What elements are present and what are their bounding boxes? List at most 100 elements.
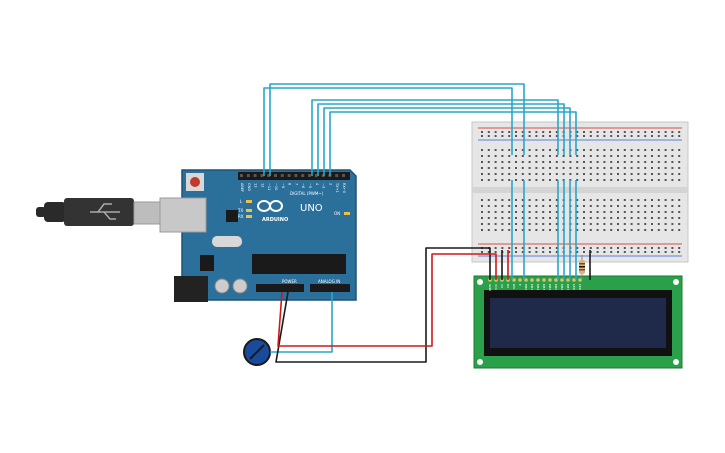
breadboard-hole[interactable] (481, 229, 483, 231)
breadboard-hole[interactable] (664, 217, 667, 219)
breadboard-hole[interactable] (528, 205, 531, 207)
breadboard-hole[interactable] (521, 131, 524, 133)
breadboard-hole[interactable] (644, 211, 647, 213)
breadboard-hole[interactable] (549, 179, 551, 181)
breadboard-hole[interactable] (508, 179, 511, 181)
breadboard-hole[interactable] (535, 217, 538, 219)
breadboard-hole[interactable] (494, 229, 497, 231)
breadboard-hole[interactable] (487, 205, 490, 207)
breadboard-hole[interactable] (542, 167, 545, 169)
breadboard-hole[interactable] (657, 223, 660, 225)
breadboard-hole[interactable] (549, 161, 551, 163)
breadboard-hole[interactable] (583, 131, 585, 133)
breadboard-hole[interactable] (651, 223, 653, 225)
breadboard-hole[interactable] (637, 179, 640, 181)
breadboard-hole[interactable] (515, 211, 517, 213)
breadboard-hole[interactable] (555, 135, 558, 137)
breadboard-hole[interactable] (535, 173, 538, 175)
breadboard-hole[interactable] (637, 223, 640, 225)
breadboard-hole[interactable] (521, 229, 524, 231)
breadboard-hole[interactable] (576, 161, 579, 163)
breadboard-hole[interactable] (501, 179, 504, 181)
breadboard-hole[interactable] (515, 205, 517, 207)
breadboard-hole[interactable] (508, 167, 511, 169)
header-pin[interactable] (335, 174, 339, 177)
breadboard-hole[interactable] (603, 131, 606, 133)
breadboard-hole[interactable] (528, 223, 531, 225)
breadboard-hole[interactable] (521, 161, 524, 163)
breadboard-hole[interactable] (596, 199, 599, 201)
breadboard-hole[interactable] (521, 179, 524, 181)
breadboard-hole[interactable] (617, 179, 619, 181)
wire-d4[interactable] (317, 103, 565, 176)
breadboard-hole[interactable] (671, 161, 674, 163)
breadboard-hole[interactable] (657, 135, 660, 137)
breadboard-hole[interactable] (644, 155, 647, 157)
breadboard-hole[interactable] (603, 247, 606, 249)
breadboard-hole[interactable] (644, 223, 647, 225)
breadboard-hole[interactable] (617, 205, 619, 207)
breadboard-hole[interactable] (494, 161, 497, 163)
breadboard-hole[interactable] (644, 247, 647, 249)
breadboard-hole[interactable] (494, 199, 497, 201)
breadboard-hole[interactable] (589, 173, 592, 175)
breadboard-hole[interactable] (630, 211, 633, 213)
breadboard-hole[interactable] (481, 211, 483, 213)
breadboard-hole[interactable] (589, 135, 592, 137)
breadboard-hole[interactable] (508, 205, 511, 207)
breadboard-hole[interactable] (501, 217, 504, 219)
breadboard-hole[interactable] (542, 135, 545, 137)
breadboard-hole[interactable] (535, 167, 538, 169)
breadboard-hole[interactable] (603, 229, 606, 231)
breadboard-hole[interactable] (494, 217, 497, 219)
breadboard-hole[interactable] (521, 247, 524, 249)
breadboard-hole[interactable] (542, 179, 545, 181)
breadboard-hole[interactable] (637, 211, 640, 213)
breadboard-hole[interactable] (555, 229, 558, 231)
breadboard-hole[interactable] (610, 247, 613, 249)
breadboard-hole[interactable] (596, 173, 599, 175)
breadboard-hole[interactable] (637, 251, 640, 253)
breadboard-hole[interactable] (555, 247, 558, 249)
breadboard-hole[interactable] (678, 251, 681, 253)
breadboard-hole[interactable] (623, 155, 626, 157)
breadboard-hole[interactable] (528, 247, 531, 249)
breadboard-hole[interactable] (671, 251, 674, 253)
breadboard-hole[interactable] (664, 173, 667, 175)
breadboard-hole[interactable] (651, 131, 653, 133)
breadboard-hole[interactable] (637, 135, 640, 137)
breadboard-hole[interactable] (596, 247, 599, 249)
breadboard-hole[interactable] (657, 167, 660, 169)
breadboard-hole[interactable] (623, 149, 626, 151)
breadboard-hole[interactable] (596, 179, 599, 181)
breadboard-hole[interactable] (521, 217, 524, 219)
breadboard-hole[interactable] (481, 251, 483, 253)
lcd-pin[interactable] (518, 278, 522, 282)
breadboard-hole[interactable] (555, 179, 558, 181)
header-pin[interactable] (287, 174, 291, 177)
breadboard-hole[interactable] (576, 131, 579, 133)
breadboard-hole[interactable] (481, 131, 483, 133)
breadboard-hole[interactable] (535, 149, 538, 151)
breadboard-hole[interactable] (630, 155, 633, 157)
wire-d2[interactable] (329, 111, 577, 176)
breadboard-hole[interactable] (671, 131, 674, 133)
breadboard-hole[interactable] (555, 155, 558, 157)
breadboard-hole[interactable] (617, 167, 619, 169)
breadboard-hole[interactable] (651, 161, 653, 163)
breadboard-hole[interactable] (617, 229, 619, 231)
breadboard-hole[interactable] (603, 199, 606, 201)
header-pin[interactable] (342, 174, 345, 177)
breadboard-hole[interactable] (637, 155, 640, 157)
reset-button[interactable] (190, 177, 200, 187)
breadboard-hole[interactable] (549, 149, 551, 151)
breadboard-hole[interactable] (508, 173, 511, 175)
breadboard-hole[interactable] (630, 161, 633, 163)
breadboard-hole[interactable] (664, 155, 667, 157)
breadboard-hole[interactable] (671, 217, 674, 219)
breadboard-hole[interactable] (671, 205, 674, 207)
breadboard-hole[interactable] (487, 167, 490, 169)
breadboard-hole[interactable] (637, 149, 640, 151)
breadboard-hole[interactable] (481, 179, 483, 181)
breadboard-hole[interactable] (535, 205, 538, 207)
